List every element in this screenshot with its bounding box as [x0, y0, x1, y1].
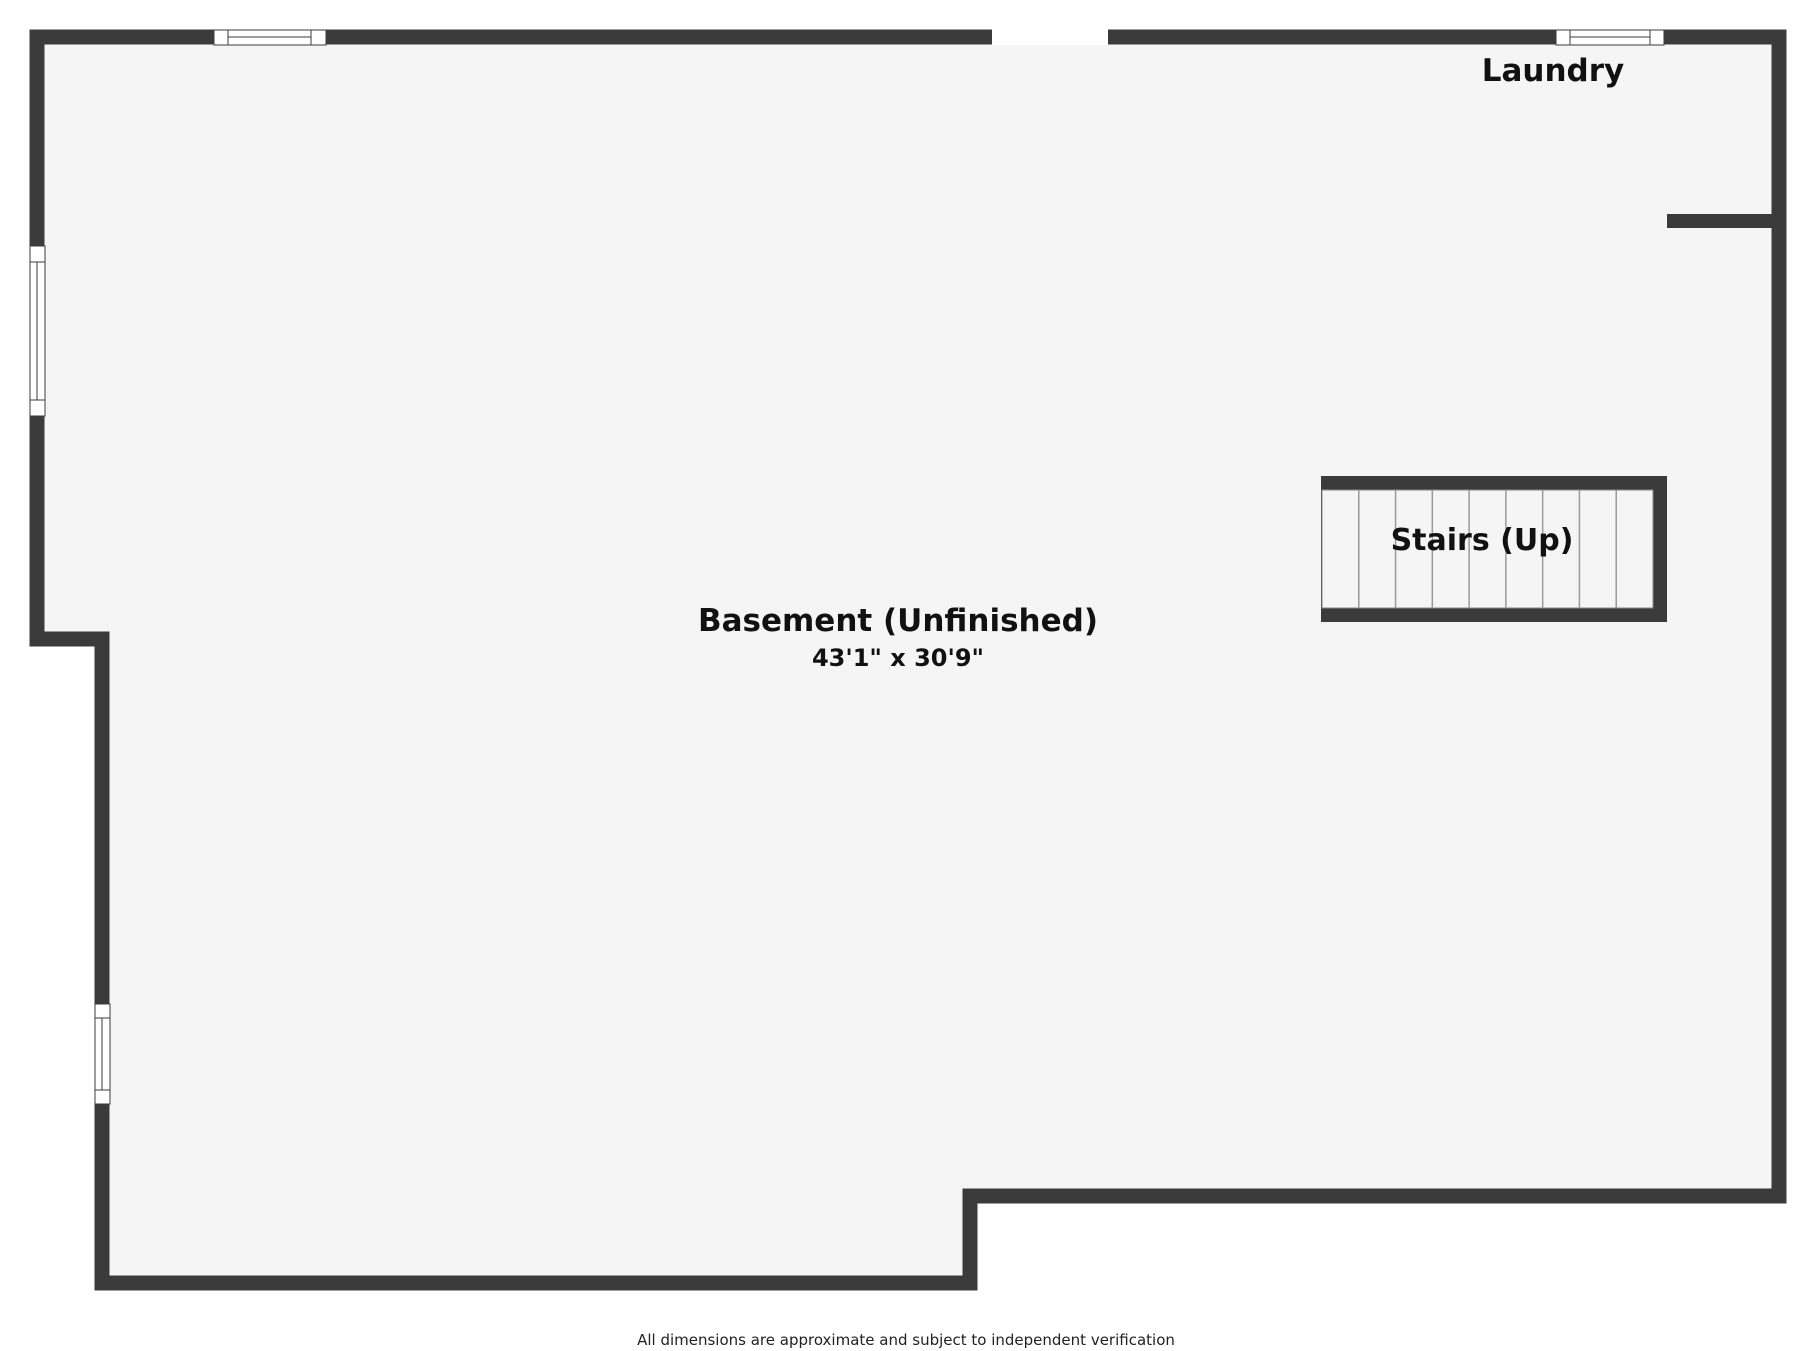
floor-area [30, 30, 1786, 1290]
laundry-partition-wall [1667, 214, 1786, 228]
window-left-upper [29, 245, 46, 417]
stairs-label: Stairs (Up) [1391, 523, 1574, 558]
basement-dimensions: 43'1" x 30'9" [812, 644, 984, 672]
staircase [1321, 476, 1667, 622]
stair-treads [1358, 490, 1617, 608]
window-top-left [213, 29, 327, 46]
window-left-lower [94, 1003, 111, 1105]
window-top-right [1555, 29, 1665, 46]
basement-label: Basement (Unfinished) [698, 603, 1098, 639]
laundry-label: Laundry [1482, 53, 1625, 89]
exterior-wall [29, 29, 1787, 1291]
door-opening-top [992, 29, 1108, 45]
disclaimer-note: All dimensions are approximate and subje… [637, 1331, 1175, 1349]
